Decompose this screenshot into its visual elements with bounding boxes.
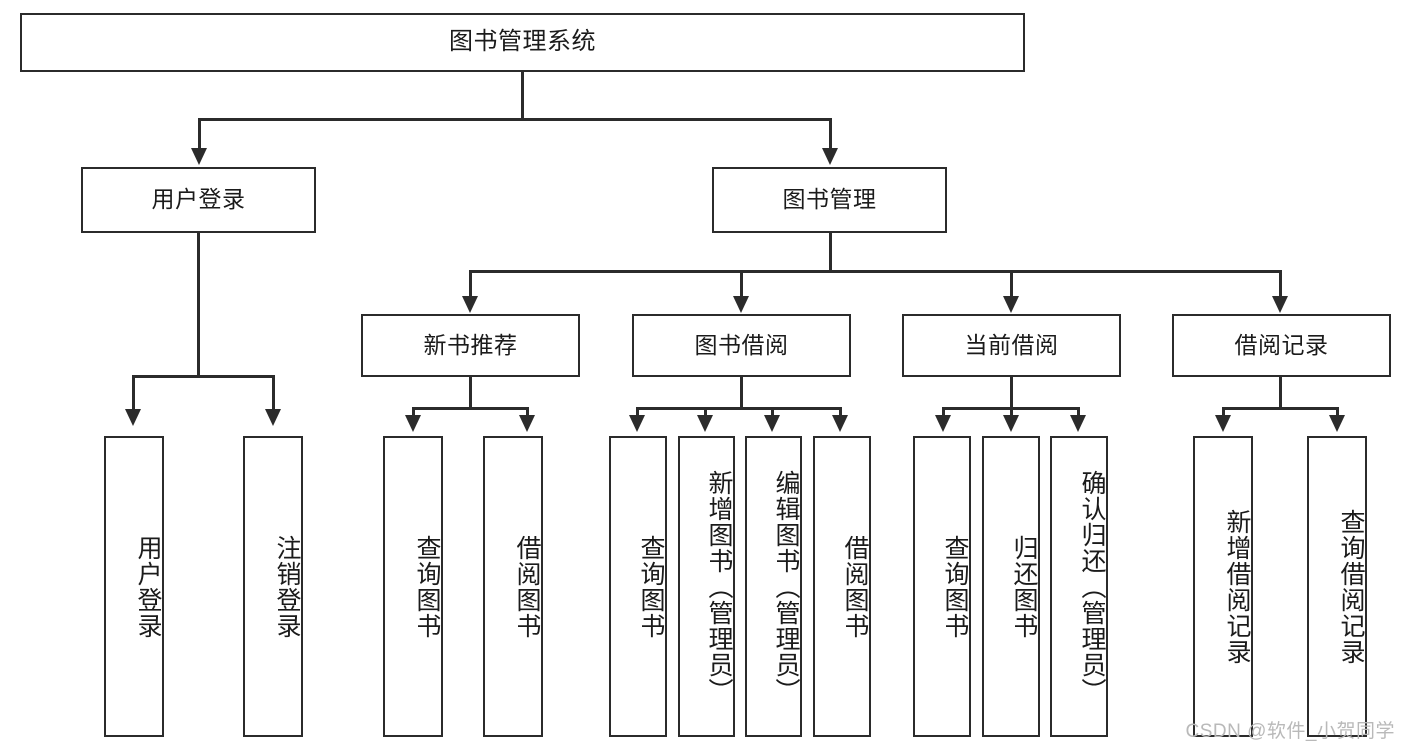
- arrowhead-to-leaf-query-book-1: [405, 415, 421, 432]
- node-label: 归还图书: [1010, 534, 1038, 639]
- leaf-return-book[interactable]: 归还图书: [982, 436, 1040, 737]
- arrowhead-to-leaf-borrow-book-2: [832, 415, 848, 432]
- connector-cb-to-leaf-2: [1010, 407, 1013, 418]
- node-borrow-record[interactable]: 借阅记录: [1172, 314, 1391, 377]
- connector-book-manage-to-borrow-record: [1279, 270, 1282, 298]
- connector-root-to-book-manage: [829, 118, 832, 150]
- node-label: 注销登录: [273, 534, 301, 639]
- leaf-user-login[interactable]: 用户登录: [104, 436, 164, 737]
- arrowhead-to-borrow-record: [1272, 296, 1288, 313]
- connector-root-to-user-login: [198, 118, 201, 150]
- connector-bb-to-leaf-3: [771, 407, 774, 418]
- connector-nbr-to-leaf-2: [526, 407, 529, 418]
- arrowhead-to-leaf-add-book: [697, 415, 713, 432]
- node-label: 新书推荐: [423, 331, 518, 358]
- arrowhead-to-leaf-edit-book: [764, 415, 780, 432]
- connector-borrow-record-bus: [1222, 407, 1339, 410]
- connector-nbr-to-leaf-1: [412, 407, 415, 418]
- connector-bb-to-leaf-1: [636, 407, 639, 418]
- arrowhead-to-leaf-query-book-3: [935, 415, 951, 432]
- leaf-edit-book[interactable]: 编辑图书（管理员）: [745, 436, 802, 737]
- arrowhead-to-user-login: [191, 148, 207, 165]
- arrowhead-to-new-book-recommend: [462, 296, 478, 313]
- node-label: 新增图书（管理员）: [705, 469, 733, 704]
- leaf-add-book[interactable]: 新增图书（管理员）: [678, 436, 735, 737]
- arrowhead-to-book-manage: [822, 148, 838, 165]
- connector-br-to-leaf-1: [1222, 407, 1225, 418]
- connector-book-manage-to-book-borrow: [740, 270, 743, 298]
- connector-root-bus: [198, 118, 832, 121]
- node-book-borrow[interactable]: 图书借阅: [632, 314, 851, 377]
- node-label: 图书管理系统: [449, 28, 596, 56]
- node-label: 图书管理: [782, 186, 877, 213]
- leaf-query-record[interactable]: 查询借阅记录: [1307, 436, 1367, 737]
- arrowhead-to-book-borrow: [733, 296, 749, 313]
- connector-current-borrow-stem: [1010, 377, 1013, 407]
- node-label: 查询图书: [637, 534, 665, 639]
- connector-user-login-stem: [197, 233, 200, 375]
- leaf-query-book-1[interactable]: 查询图书: [383, 436, 443, 737]
- node-label: 借阅图书: [841, 534, 869, 639]
- connector-bb-to-leaf-2: [704, 407, 707, 418]
- node-label: 确认归还（管理员）: [1078, 469, 1106, 704]
- arrowhead-to-leaf-user-logout: [265, 409, 281, 426]
- leaf-borrow-book-2[interactable]: 借阅图书: [813, 436, 871, 737]
- node-label: 查询图书: [413, 534, 441, 639]
- leaf-query-book-3[interactable]: 查询图书: [913, 436, 971, 737]
- connector-bb-to-leaf-4: [839, 407, 842, 418]
- node-label: 图书借阅: [694, 331, 789, 358]
- node-book-manage[interactable]: 图书管理: [712, 167, 947, 233]
- connector-book-manage-to-new-book-recommend: [469, 270, 472, 298]
- node-label: 查询借阅记录: [1337, 508, 1365, 665]
- arrowhead-to-leaf-return-book: [1003, 415, 1019, 432]
- connector-book-manage-stem: [829, 233, 832, 270]
- connector-br-to-leaf-2: [1336, 407, 1339, 418]
- connector-cb-to-leaf-1: [942, 407, 945, 418]
- connector-book-borrow-bus: [636, 407, 842, 410]
- node-current-borrow[interactable]: 当前借阅: [902, 314, 1121, 377]
- arrowhead-to-leaf-query-book-2: [629, 415, 645, 432]
- connector-book-manage-bus: [469, 270, 1282, 273]
- node-label: 借阅记录: [1234, 331, 1329, 358]
- connector-borrow-record-stem: [1279, 377, 1282, 407]
- connector-new-book-recommend-stem: [469, 377, 472, 407]
- leaf-borrow-book-1[interactable]: 借阅图书: [483, 436, 543, 737]
- arrowhead-to-leaf-user-login: [125, 409, 141, 426]
- arrowhead-to-leaf-query-record: [1329, 415, 1345, 432]
- watermark: CSDN @软件_小贺同学: [1185, 721, 1395, 742]
- arrowhead-to-leaf-confirm-return: [1070, 415, 1086, 432]
- connector-book-manage-to-current-borrow: [1010, 270, 1013, 298]
- node-label: 新增借阅记录: [1223, 508, 1251, 665]
- leaf-confirm-return[interactable]: 确认归还（管理员）: [1050, 436, 1108, 737]
- connector-user-login-to-leaf-1: [132, 375, 135, 411]
- node-label: 编辑图书（管理员）: [772, 469, 800, 704]
- connector-user-login-to-leaf-2: [272, 375, 275, 411]
- node-label: 用户登录: [134, 534, 162, 639]
- node-label: 用户登录: [151, 186, 246, 213]
- node-root-book-management-system[interactable]: 图书管理系统: [20, 13, 1025, 72]
- node-new-book-recommend[interactable]: 新书推荐: [361, 314, 580, 377]
- leaf-add-record[interactable]: 新增借阅记录: [1193, 436, 1253, 737]
- connector-user-login-bus: [132, 375, 275, 378]
- arrowhead-to-leaf-add-record: [1215, 415, 1231, 432]
- arrowhead-to-leaf-borrow-book-1: [519, 415, 535, 432]
- connector-new-book-recommend-bus: [412, 407, 529, 410]
- arrowhead-to-current-borrow: [1003, 296, 1019, 313]
- node-label: 借阅图书: [513, 534, 541, 639]
- connector-cb-to-leaf-3: [1077, 407, 1080, 418]
- connector-root-stem: [521, 72, 524, 118]
- leaf-user-logout[interactable]: 注销登录: [243, 436, 303, 737]
- connector-book-borrow-stem: [740, 377, 743, 407]
- node-user-login[interactable]: 用户登录: [81, 167, 316, 233]
- node-label: 查询图书: [941, 534, 969, 639]
- node-label: 当前借阅: [964, 331, 1059, 358]
- leaf-query-book-2[interactable]: 查询图书: [609, 436, 667, 737]
